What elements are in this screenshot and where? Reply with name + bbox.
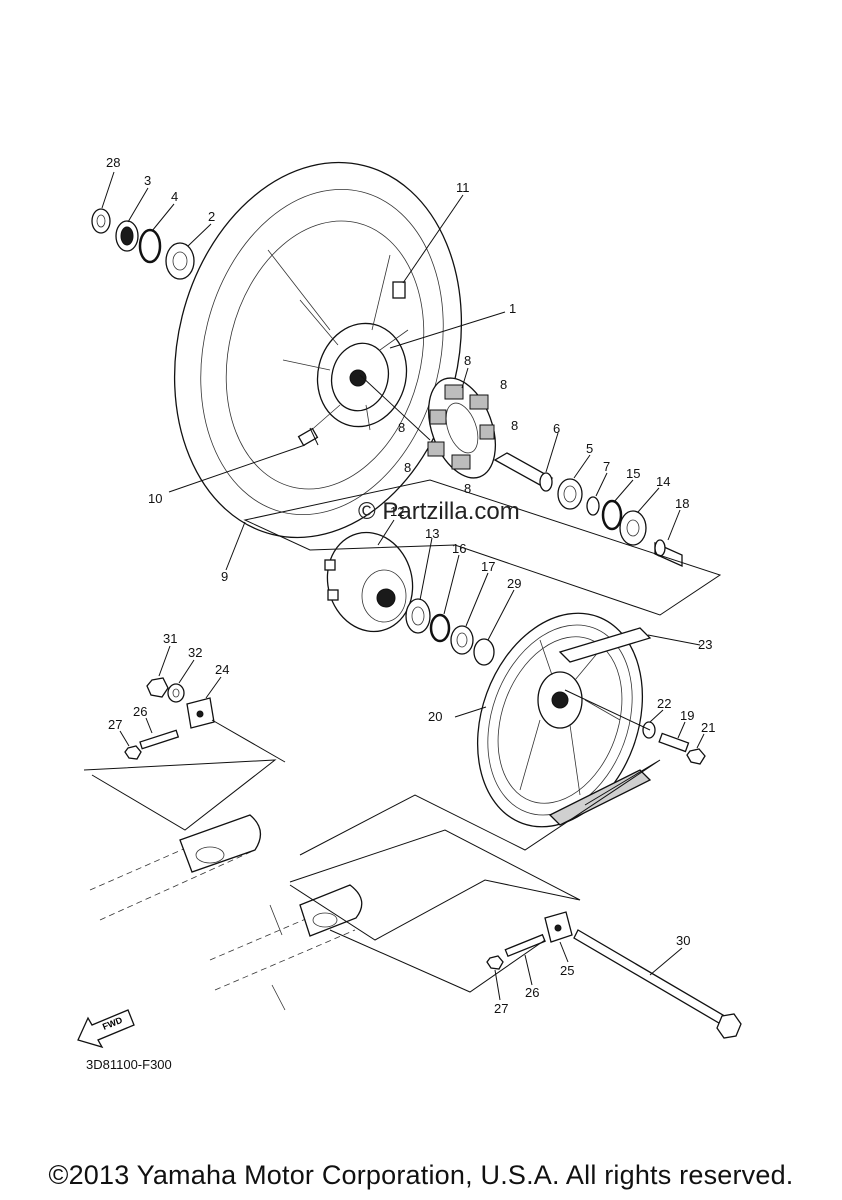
circlip-4[interactable] [138, 228, 162, 264]
callout-11: 11 [456, 180, 470, 195]
partzilla-watermark: © Partzilla.com [358, 498, 520, 525]
callout-13: 13 [425, 526, 439, 541]
callout-9: 9 [221, 569, 228, 584]
callout-1: 1 [509, 301, 516, 316]
callout-7: 7 [603, 459, 610, 474]
callout-2: 2 [208, 209, 215, 224]
callout-26b: 26 [525, 985, 539, 1000]
diagram-code: 3D81100-F300 [86, 1057, 172, 1072]
assembly-guide-lines [83, 374, 722, 993]
bolt-19[interactable] [658, 732, 690, 753]
oil-seal-17[interactable] [450, 625, 474, 655]
bearing-2[interactable] [165, 242, 195, 280]
adjusting-bolt-26-left[interactable] [139, 729, 180, 750]
nut-27-right[interactable] [486, 955, 504, 970]
callout-19: 19 [680, 708, 694, 723]
callout-8e: 8 [404, 460, 411, 475]
adjusting-bolt-26-right[interactable] [504, 933, 546, 958]
leader-lines [101, 171, 705, 1001]
callout-21: 21 [701, 720, 715, 735]
nut-21[interactable] [686, 748, 706, 765]
rear-drive-pulley-20[interactable] [449, 590, 671, 850]
nut-31[interactable] [146, 677, 169, 698]
collar-28[interactable] [91, 208, 111, 234]
oil-seal-14[interactable] [619, 510, 647, 546]
bearing-5[interactable] [557, 478, 583, 510]
callout-20: 20 [428, 709, 442, 724]
callout-8b: 8 [500, 377, 507, 392]
copyright-notice: ©2013 Yamaha Motor Corporation, U.S.A. A… [48, 1160, 794, 1190]
callout-17: 17 [481, 559, 495, 574]
adjusting-block-25[interactable] [544, 911, 573, 943]
callout-32: 32 [188, 645, 202, 660]
callout-8f: 8 [464, 481, 471, 496]
callout-14: 14 [656, 474, 670, 489]
callout-10: 10 [148, 491, 162, 506]
callout-23: 23 [698, 637, 712, 652]
forward-arrow-icon: FWD [77, 1009, 135, 1049]
spacer-7[interactable] [586, 496, 600, 516]
tire-valve[interactable] [297, 427, 319, 447]
callout-31: 31 [163, 631, 177, 646]
rear-wheel-hub[interactable] [267, 249, 417, 441]
callout-6: 6 [553, 421, 560, 436]
rear-axle-30[interactable] [573, 929, 742, 1039]
callout-29: 29 [507, 576, 521, 591]
callout-8a: 8 [464, 353, 471, 368]
callout-18: 18 [675, 496, 689, 511]
callout-30: 30 [676, 933, 690, 948]
swingarm-left [89, 814, 262, 921]
callout-4: 4 [171, 189, 178, 204]
collar-18[interactable] [654, 539, 683, 568]
hub-damper[interactable] [416, 369, 508, 487]
balance-weight[interactable] [392, 281, 406, 299]
callout-3: 3 [144, 173, 151, 188]
callout-15: 15 [626, 466, 640, 481]
callout-8d: 8 [511, 418, 518, 433]
adjusting-block-24[interactable] [186, 697, 215, 729]
callout-28: 28 [106, 155, 120, 170]
callout-27a: 27 [108, 717, 122, 732]
callout-5: 5 [586, 441, 593, 456]
nut-27-left[interactable] [124, 745, 142, 760]
spacer-6[interactable] [493, 452, 554, 492]
driven-pulley-hub-12[interactable] [316, 523, 423, 641]
bearing-13[interactable] [405, 598, 431, 634]
callout-24: 24 [215, 662, 229, 677]
callout-12: 12 [390, 504, 404, 519]
circlip-15[interactable] [601, 499, 623, 531]
collar-29[interactable] [473, 638, 495, 666]
callout-26a: 26 [133, 704, 147, 719]
oil-seal-3[interactable] [115, 220, 139, 252]
callout-27b: 27 [494, 1001, 508, 1016]
callout-16: 16 [452, 541, 466, 556]
swingarm-right [209, 884, 363, 1011]
callout-25: 25 [560, 963, 574, 978]
washer-32[interactable] [167, 683, 185, 703]
circlip-16[interactable] [429, 613, 451, 643]
callout-8c: 8 [398, 420, 405, 435]
callout-22: 22 [657, 696, 671, 711]
callout-labels: 28 3 4 2 11 1 8 8 8 8 8 8 10 9 12 13 16 … [106, 155, 715, 1016]
